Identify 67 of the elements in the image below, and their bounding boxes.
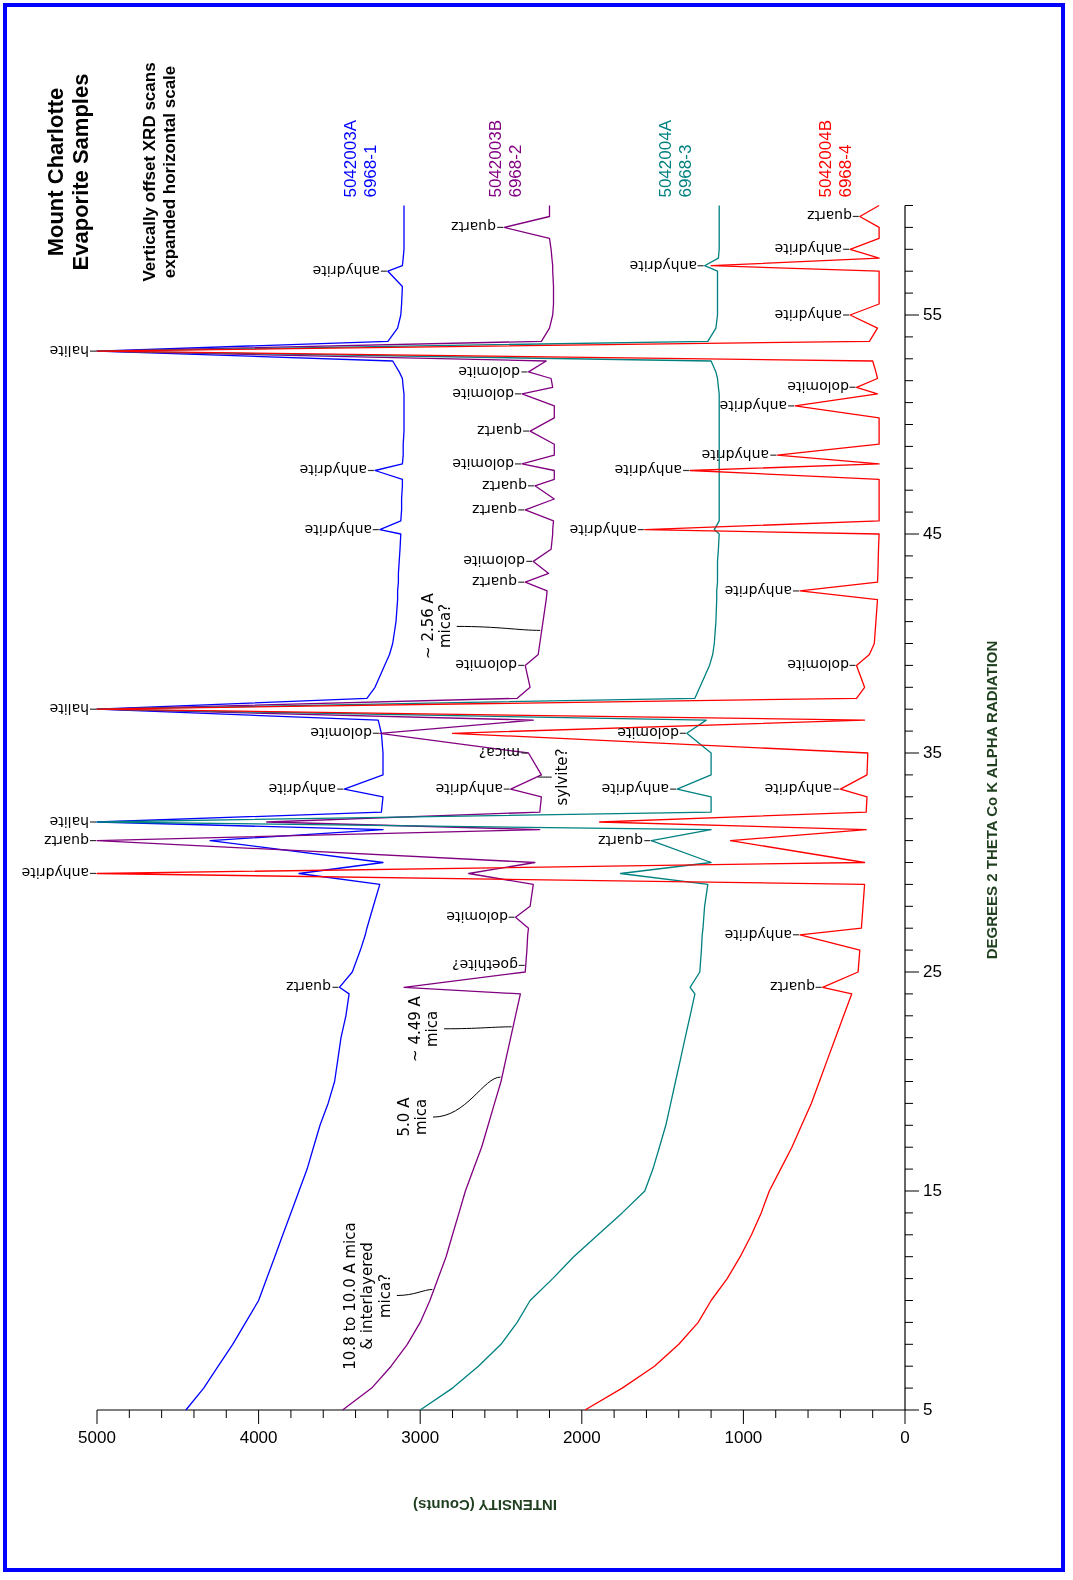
peak-label: anhydrite [614, 462, 683, 479]
tick-label: 45 [923, 524, 942, 544]
peak-label: dolomite [446, 909, 508, 926]
tick-label: 2000 [562, 1428, 601, 1448]
series-label: 5042004A 6968-3 [656, 119, 696, 198]
peak-label: dolomite [458, 363, 521, 380]
series-label: 5042003B 6968-2 [486, 119, 526, 198]
annotation-label: ~ 4.49 A mica [406, 994, 442, 1064]
peak-label: quartz [769, 979, 815, 996]
peak-label: quartz [598, 832, 644, 849]
axis-title: INTENSITY (Counts) [413, 1496, 557, 1514]
peak-label: halite [49, 813, 89, 831]
peak-label: anhydrite [702, 447, 770, 464]
series-label: 5042003A 6968-1 [341, 119, 381, 198]
peak-label: anhydrite [435, 781, 503, 798]
tick-label: 35 [923, 743, 942, 763]
peak-label: dolomite [463, 553, 526, 570]
peak-label: anhydrite [21, 865, 89, 882]
peak-label: anhydrite [724, 582, 792, 599]
peak-label: dolomite [786, 657, 849, 674]
peak-label: quartz [44, 832, 89, 849]
peak-label: anhydrite [601, 781, 670, 798]
peak-label: halite [49, 343, 89, 360]
peak-label: anhydrite [765, 781, 833, 798]
peak-label: anhydrite [629, 257, 697, 274]
peak-label: anhydrite [299, 462, 367, 479]
peak-label: anhydrite [719, 397, 788, 414]
annotation-label: 10.8 to 10.0 A mica & interlayered mica? [342, 1220, 395, 1371]
peak-label: quartz [472, 501, 518, 518]
peak-label: mica? [479, 744, 521, 762]
tick-label: 25 [923, 962, 942, 982]
peak-label: quartz [482, 477, 527, 494]
peak-label: quartz [286, 979, 332, 996]
series-label: 5042004B 6968-4 [816, 119, 856, 198]
annotation-label: 5.0 A mica [395, 1096, 431, 1139]
tick-label: 0 [900, 1428, 910, 1448]
peak-label: quartz [472, 574, 518, 591]
chart-title: Mount Charlotte Evaporite Samples [42, 72, 94, 273]
peak-label: anhydrite [304, 521, 372, 538]
tick-label: 55 [923, 305, 942, 325]
axis-title: DEGREES 2 THETA Co K ALPHA RADIATION [983, 640, 1001, 960]
peak-label: dolomite [310, 725, 372, 742]
peak-label: quartz [806, 208, 852, 225]
peak-label: dolomite [452, 385, 514, 402]
tick-label: 15 [923, 1181, 942, 1201]
tick-label: 5000 [78, 1428, 116, 1448]
peak-label: dolomite [452, 455, 514, 472]
peak-label: dolomite [455, 657, 518, 674]
peak-label: quartz [451, 219, 497, 236]
tick-label: 3000 [401, 1428, 440, 1448]
peak-label: anhydrite [569, 521, 637, 538]
annotation-label: sylvite? [554, 747, 572, 808]
chart-subtitle: Vertically offset XRD scans expanded horizontal scale [140, 61, 180, 284]
peak-label: anhydrite [312, 263, 380, 280]
peak-label: quartz [477, 423, 523, 440]
peak-label: anhydrite [269, 781, 337, 798]
peak-label: dolomite [786, 379, 849, 396]
tick-label: 1000 [724, 1428, 763, 1448]
peak-label: dolomite [617, 725, 679, 742]
peak-label: anhydrite [774, 306, 843, 324]
peak-label: halite [49, 701, 89, 718]
peak-label: anhydrite [724, 926, 792, 943]
peak-label: anhydrite [774, 241, 843, 258]
tick-label: 5 [923, 1400, 933, 1420]
annotation-label: ~ 2.56 A mica? [419, 592, 454, 662]
tick-label: 4000 [239, 1428, 278, 1448]
peak-label: goethite? [451, 957, 518, 974]
